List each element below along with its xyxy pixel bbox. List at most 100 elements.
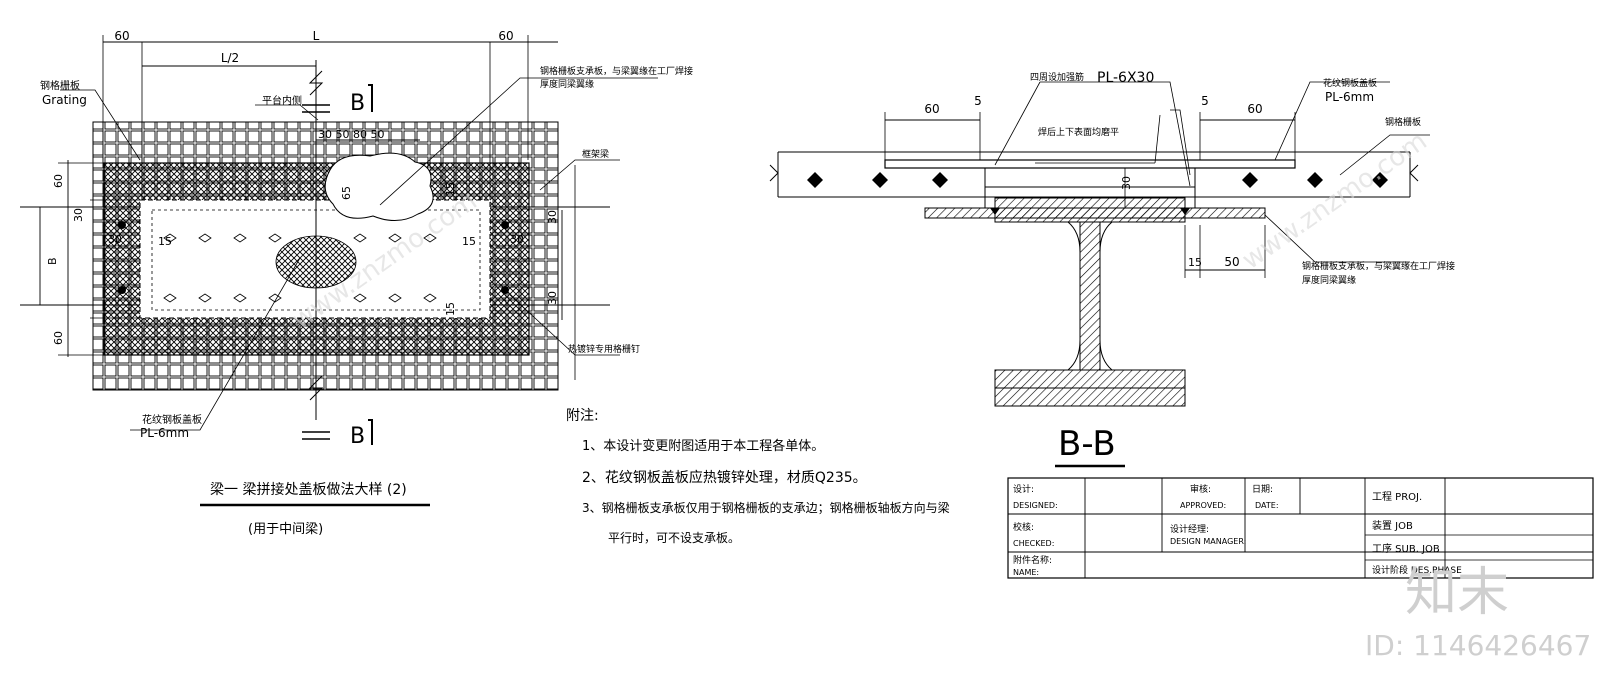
- bb-weld-label: 四周设加强筋: [1030, 71, 1084, 83]
- label-platform-inner: 平台内侧: [262, 94, 302, 107]
- dim-30-v-b: 30: [108, 233, 122, 246]
- bb-checker-pl: PL-6mm: [1325, 90, 1374, 104]
- diamond-marker: [353, 293, 367, 303]
- dim-30-r-c: 30: [546, 291, 559, 305]
- diamond-marker: [353, 233, 367, 243]
- dim-30-r-b: 30: [510, 233, 524, 246]
- watermark-id: ID: 1146426467: [1365, 629, 1591, 662]
- diamond-marker: [268, 293, 282, 303]
- dim-65: 65: [340, 186, 353, 200]
- dim-60-right: 60: [498, 29, 513, 43]
- bb-checker-plate: [884, 159, 1296, 169]
- diamond-marker: [233, 293, 247, 303]
- dim-15-v-a: 15: [444, 182, 457, 196]
- watermark-diag-right: www.znzmo.com: [1237, 126, 1433, 276]
- bb-dim-30: 30: [1120, 176, 1133, 190]
- bb-dim-60-right: 60: [1247, 102, 1262, 116]
- bb-grating-cn: 钢格栅板: [1385, 116, 1421, 128]
- bb-dim-5-right: 5: [1201, 94, 1209, 108]
- bb-dim-50: 50: [1224, 255, 1239, 269]
- bb-dim-15: 15: [1188, 256, 1202, 269]
- tb-phase: 设计阶段 DES.PHASE: [1372, 564, 1462, 576]
- bb-title: B-B: [1058, 424, 1116, 464]
- watermark-logo: 知末: [1405, 563, 1509, 623]
- dim-60-left: 60: [114, 29, 129, 43]
- dim-15-a: 15: [158, 235, 172, 248]
- tb-date-en: DATE:: [1255, 501, 1279, 510]
- diamond-marker: [233, 233, 247, 243]
- label-support-plate-1: 钢格栅板支承板，与梁翼缘在工厂焊接: [540, 65, 693, 77]
- bolt-dot: [501, 221, 509, 229]
- diamond-marker: [163, 293, 177, 303]
- note-3-cont: 平行时，可不设支承板。: [608, 531, 740, 545]
- diamond-marker: [268, 233, 282, 243]
- tb-subjob: 工序 SUB. JOB: [1372, 542, 1440, 555]
- tb-date-cn: 日期:: [1252, 484, 1273, 495]
- notes-heading: 附注:: [566, 408, 599, 424]
- bb-dim-60-left: 60: [924, 102, 939, 116]
- diamond-marker: [388, 233, 402, 243]
- diamond-marker: [198, 293, 212, 303]
- dim-60-v-bot: 60: [52, 331, 65, 345]
- dim-15-b: 15: [462, 235, 476, 248]
- tb-approved-cn: 审核:: [1190, 483, 1211, 495]
- diamond-marker: [423, 233, 437, 243]
- left-title: 梁一 梁拼接处盖板做法大样 (2): [210, 481, 407, 498]
- grating-bar-diamond: [1242, 172, 1258, 188]
- section-mark-bottom: B: [350, 424, 365, 449]
- bb-dim-5-left: 5: [974, 94, 982, 108]
- note-1: 1、本设计变更附图适用于本工程各单体。: [582, 438, 824, 454]
- label-checker-plate-cn: 花纹钢板盖板: [142, 413, 202, 426]
- grating-bar-diamond: [932, 172, 948, 188]
- diamond-marker: [423, 293, 437, 303]
- bolt-dot: [118, 221, 126, 229]
- diamond-marker: [163, 233, 177, 243]
- note-3: 3、钢格栅板支承板仅用于钢格栅板的支承边；钢格栅板轴板方向与梁: [582, 500, 950, 515]
- label-checker-plate-pl: PL-6mm: [140, 426, 189, 440]
- diamond-marker: [198, 233, 212, 243]
- bb-grind-label: 焊后上下表面均磨平: [1038, 126, 1119, 138]
- section-bb: 四周设加强筋 PL-6X30 焊后上下表面均磨平 花纹钢板盖板 PL-6mm 钢…: [769, 70, 1455, 468]
- dim-l: L: [313, 29, 320, 43]
- tb-checked-en: CHECKED:: [1013, 539, 1054, 548]
- tb-checked-cn: 校核:: [1013, 521, 1034, 533]
- grating-bar-diamond: [807, 172, 823, 188]
- dim-l-half: L/2: [221, 51, 239, 65]
- bb-support-line2: 厚度同梁翼缘: [1302, 274, 1356, 286]
- tb-name-cn: 附件名称:: [1013, 554, 1052, 566]
- left-subtitle: (用于中间梁): [248, 522, 323, 537]
- bb-checker-cn: 花纹钢板盖板: [1323, 77, 1377, 89]
- grating-bar-diamond: [1372, 172, 1388, 188]
- title-block: 设计: DESIGNED: 审核: APPROVED: 日期: DATE: 工程…: [1007, 477, 1594, 579]
- left-plan-detail: 60 L 60 L/2 30 50 80 50 65 60 30 30 15 1…: [20, 29, 693, 537]
- cutout-cloud: [324, 152, 434, 221]
- dim-30-50-80-50: 30 50 80 50: [318, 128, 384, 141]
- label-support-plate-2: 厚度同梁翼缘: [540, 78, 594, 90]
- bb-web: [1079, 221, 1101, 371]
- section-mark-top: B: [350, 91, 365, 116]
- label-frame-beam: 框架梁: [582, 148, 609, 160]
- dim-b: B: [46, 257, 59, 265]
- bb-top-flange: [994, 197, 1186, 223]
- dim-15-v-b: 15: [444, 302, 457, 316]
- label-hot-dip-bolt: 热镀锌专用格栅钉: [568, 343, 640, 355]
- grating-bar-diamond: [872, 172, 888, 188]
- dim-60-v-top: 60: [52, 174, 65, 188]
- bb-grating-bars: [807, 172, 1388, 188]
- note-2: 2、花纹钢板盖板应热镀锌处理，材质Q235。: [582, 469, 867, 486]
- tb-designed-en: DESIGNED:: [1013, 501, 1058, 510]
- bolt-dot: [501, 286, 509, 294]
- grating-bar-diamond: [1307, 172, 1323, 188]
- tb-proj: 工程 PROJ.: [1372, 491, 1422, 503]
- bb-support-line1: 钢格栅板支承板，与梁翼缘在工厂焊接: [1302, 260, 1455, 272]
- tb-job: 装置 JOB: [1372, 519, 1413, 532]
- tb-approved-en: APPROVED:: [1180, 501, 1226, 510]
- label-grating-cn: 钢格栅板: [40, 79, 80, 92]
- bolt-dot: [118, 286, 126, 294]
- diamond-marker: [388, 293, 402, 303]
- dim-30-v-a: 30: [72, 208, 85, 222]
- notes: 附注: 1、本设计变更附图适用于本工程各单体。 2、花纹钢板盖板应热镀锌处理，材…: [566, 408, 950, 545]
- tb-name-en: NAME:: [1013, 568, 1039, 577]
- tb-manager-en: DESIGN MANAGER:: [1170, 537, 1246, 546]
